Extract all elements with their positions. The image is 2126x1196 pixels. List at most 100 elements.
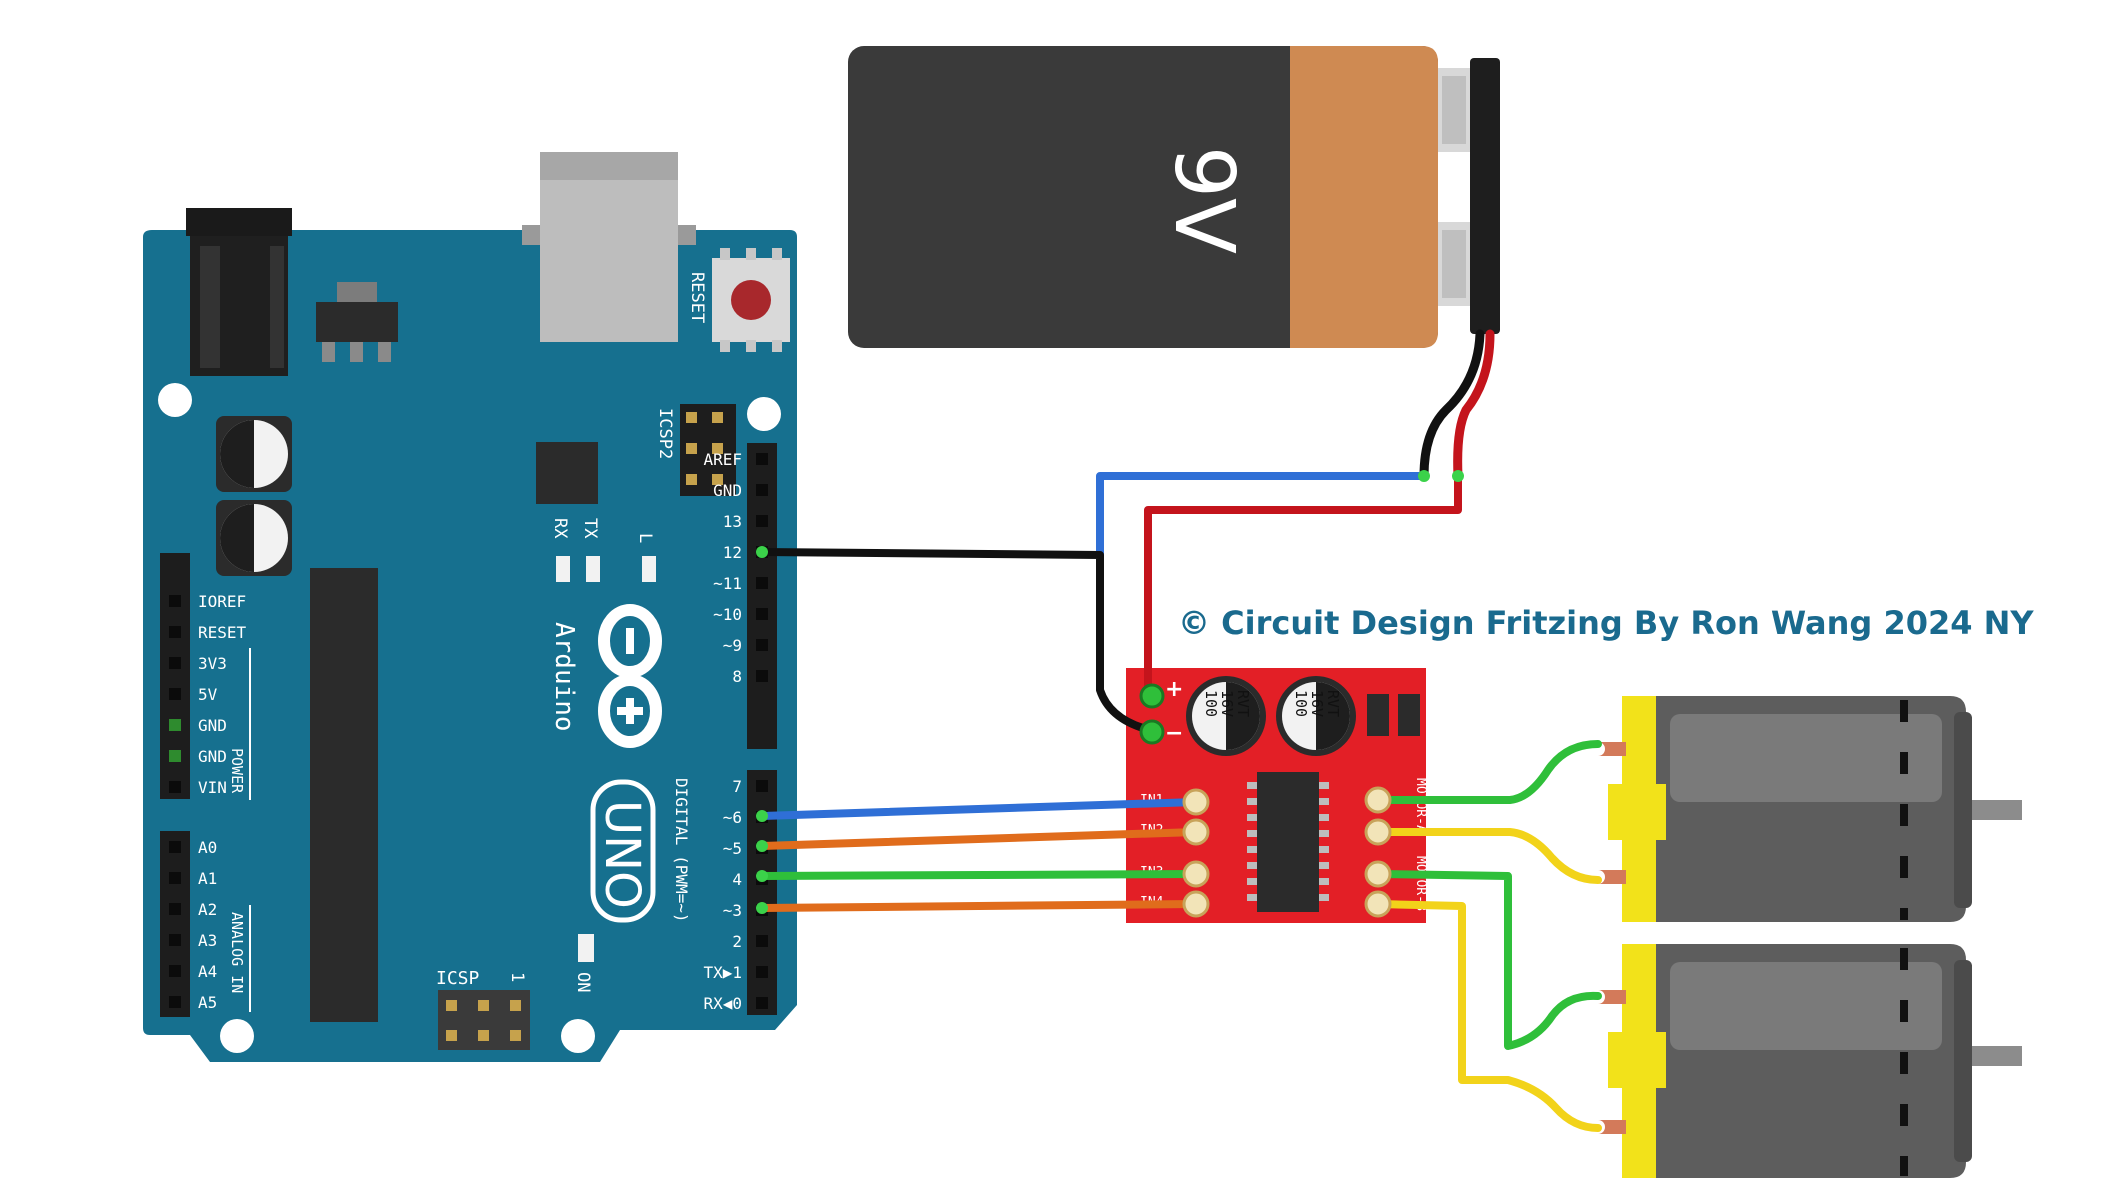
dc-power-jack [186, 208, 292, 376]
driver-pin-pad[interactable] [1364, 786, 1392, 814]
wire-orange-in2 [758, 828, 1200, 850]
pin-label: A1 [198, 869, 217, 888]
dc-motor-b [1591, 944, 2022, 1178]
battery-label: 9V [1156, 146, 1251, 254]
header-pin[interactable] [169, 965, 181, 977]
icsp-header [438, 990, 530, 1050]
digital-group-label: DIGITAL (PWM=~) [672, 778, 691, 923]
driver-pin-pad[interactable] [1364, 818, 1392, 846]
rx-led [556, 556, 570, 582]
pin-label: A2 [198, 900, 217, 919]
board-outline [143, 230, 797, 1062]
icsp2-header [680, 404, 736, 496]
header-pin[interactable] [756, 935, 768, 947]
connection-marker [756, 902, 768, 914]
header-pin[interactable] [169, 841, 181, 853]
driver-pin-pad[interactable] [1182, 860, 1210, 888]
battery-band [1290, 46, 1438, 348]
l-led [642, 556, 656, 582]
wire-blue-battery-gnd [1096, 472, 1428, 559]
wire-battery-black [1419, 329, 1485, 481]
motor-a-label: MOTOR-A [1413, 778, 1428, 833]
wire-battery-red [1453, 329, 1495, 481]
pin-label: AREF [703, 450, 742, 469]
battery-9v: 9V [848, 46, 1500, 348]
pin-label: ~11 [713, 574, 742, 593]
capacitor-label: 16V [1308, 690, 1326, 717]
wire-blue-in1 [758, 798, 1200, 820]
gnd-pin-active [169, 719, 181, 731]
mounting-hole [158, 383, 192, 417]
pin-label: A3 [198, 931, 217, 950]
header-pin[interactable] [756, 608, 768, 620]
usb-connector [522, 152, 696, 342]
driver-resistor [1367, 694, 1389, 736]
battery-terminal [1438, 68, 1470, 152]
ic-leg [1247, 862, 1257, 869]
wire-orange-in4 [758, 900, 1200, 912]
icsp2-label: ICSP2 [655, 408, 675, 459]
wire-green-in3 [758, 870, 1200, 880]
header-pin[interactable] [169, 626, 181, 638]
header-pin[interactable] [169, 996, 181, 1008]
header-pin[interactable] [756, 515, 768, 527]
atmega-chip [310, 568, 378, 1022]
wire-green-motor-b [1374, 870, 1602, 1050]
pin-label: A4 [198, 962, 217, 981]
tx-led [586, 556, 600, 582]
pin-label: IOREF [198, 592, 246, 611]
pin-label: GND [198, 716, 227, 735]
tx-label: TX [580, 518, 600, 539]
mounting-hole [220, 1019, 254, 1053]
header-pin[interactable] [169, 657, 181, 669]
driver-pin-pad[interactable] [1182, 818, 1210, 846]
header-pin[interactable] [756, 639, 768, 651]
pin-label: GND [713, 481, 742, 500]
ic-leg [1247, 814, 1257, 821]
motor-b-label: MOTOR-B [1413, 856, 1428, 911]
driver-power-pad[interactable] [1139, 683, 1165, 709]
driver-resistor [1398, 694, 1420, 736]
driver-pin-pad[interactable] [1364, 860, 1392, 888]
driver-pin-pad[interactable] [1182, 788, 1210, 816]
header-pin[interactable] [756, 780, 768, 792]
icsp-pin1-label: 1 [507, 972, 527, 982]
header-pin[interactable] [169, 872, 181, 884]
ic-leg [1247, 782, 1257, 789]
capacitor-label: 16V [1218, 690, 1236, 717]
header-pin[interactable] [756, 670, 768, 682]
ic-leg [1247, 830, 1257, 837]
header-pin[interactable] [169, 934, 181, 946]
battery-cap [1470, 58, 1500, 334]
driver-pin-pad[interactable] [1182, 890, 1210, 918]
header-pin[interactable] [756, 997, 768, 1009]
wire-yellow-motor-a [1374, 828, 1602, 884]
ic-leg [1319, 798, 1329, 805]
header-pin[interactable] [756, 577, 768, 589]
header-pin[interactable] [169, 781, 181, 793]
connection-marker [756, 546, 768, 558]
wire-yellow-motor-b [1374, 900, 1602, 1132]
capacitor-label: 100 [1202, 690, 1220, 717]
rx-label: RX [550, 518, 570, 539]
power-group-label: POWER [228, 748, 246, 794]
header-pin[interactable] [756, 453, 768, 465]
pin-label: 7 [732, 777, 742, 796]
pin-label: RESET [198, 623, 247, 642]
pin-label: ~3 [723, 901, 742, 920]
analog-header [160, 831, 190, 1017]
header-pin[interactable] [756, 484, 768, 496]
capacitor-label: RVT [1234, 690, 1252, 717]
header-pin[interactable] [169, 903, 181, 915]
header-pin[interactable] [169, 595, 181, 607]
connection-marker [756, 870, 768, 882]
mounting-hole [747, 397, 781, 431]
header-pin[interactable] [169, 688, 181, 700]
header-pin[interactable] [756, 966, 768, 978]
driver-power-pad[interactable] [1139, 719, 1165, 745]
capacitor-label: RVT [1324, 690, 1342, 717]
pin-label: 5V [198, 685, 218, 704]
driver-pin-pad[interactable] [1364, 890, 1392, 918]
reset-button[interactable] [712, 248, 790, 352]
